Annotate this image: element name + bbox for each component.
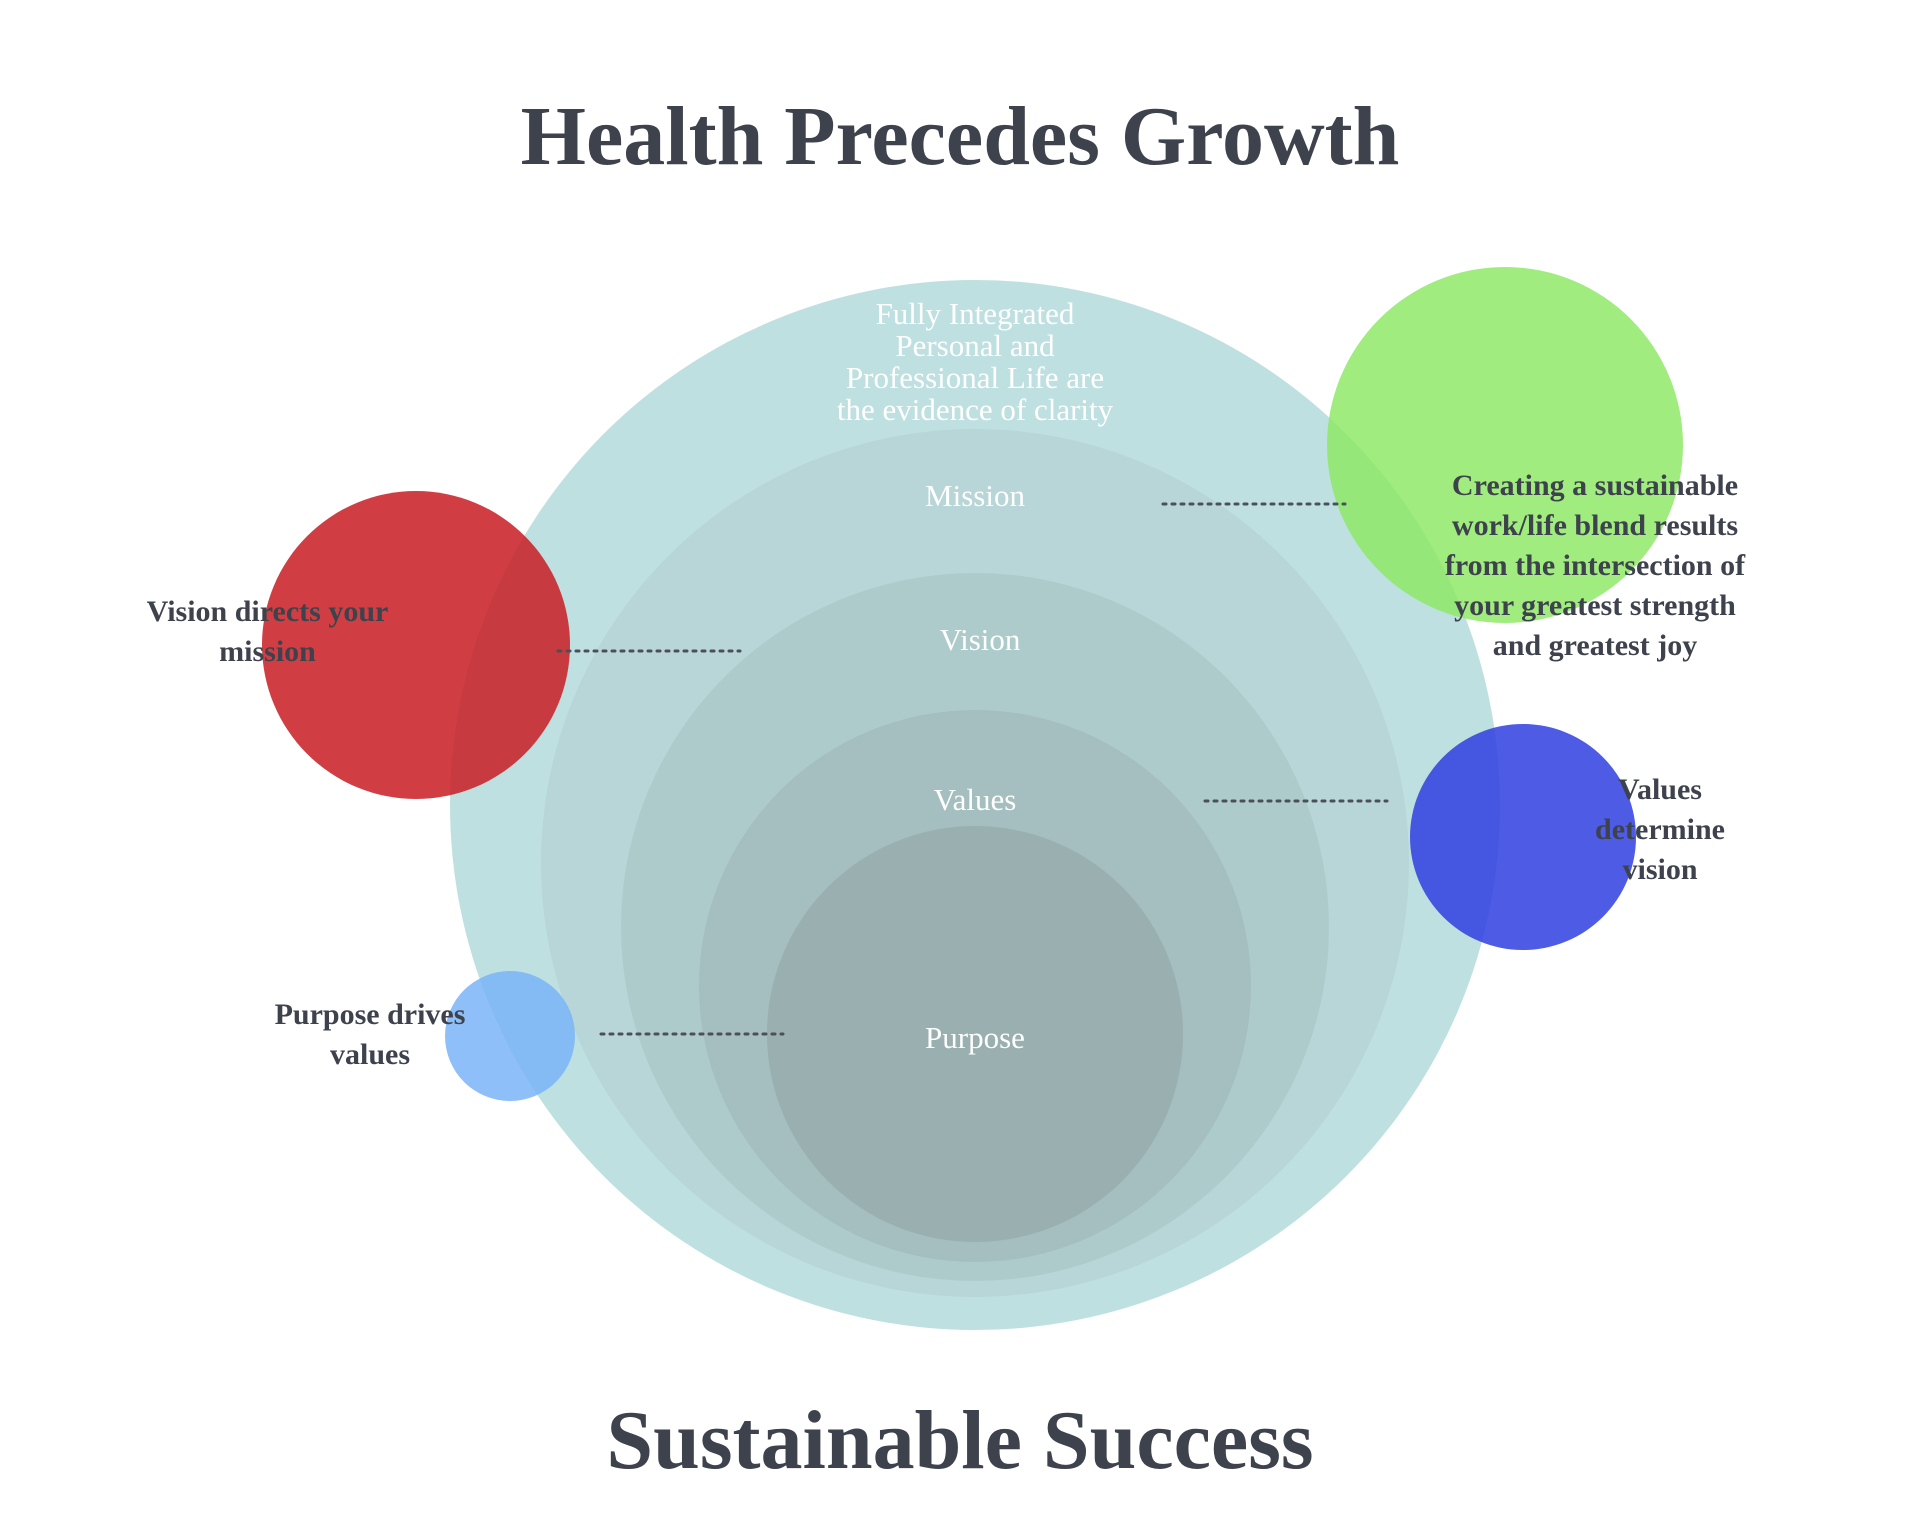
outer-ring-label: Fully Integrated Personal and Profession… [836,296,1114,427]
purpose-ring [767,826,1183,1242]
vision-callout: Vision directs your mission [146,595,389,668]
values-ring-label: Values [933,782,1017,817]
mission-callout: Creating a sustainable work/life blend r… [1444,469,1746,662]
diagram-footer: Sustainable Success [606,1394,1314,1487]
mission-bubble [1327,267,1683,623]
diagram-title: Health Precedes Growth [520,90,1400,183]
vision-ring-label: Vision [939,622,1021,657]
values-bubble [1410,724,1636,950]
purpose-callout: Purpose drives values [274,998,466,1071]
purpose-bubble [445,971,575,1101]
purpose-ring-label: Purpose [925,1020,1025,1055]
vision-bubble [262,491,570,799]
values-callout: Values determine vision [1595,773,1725,886]
mission-ring-label: Mission [925,478,1025,513]
